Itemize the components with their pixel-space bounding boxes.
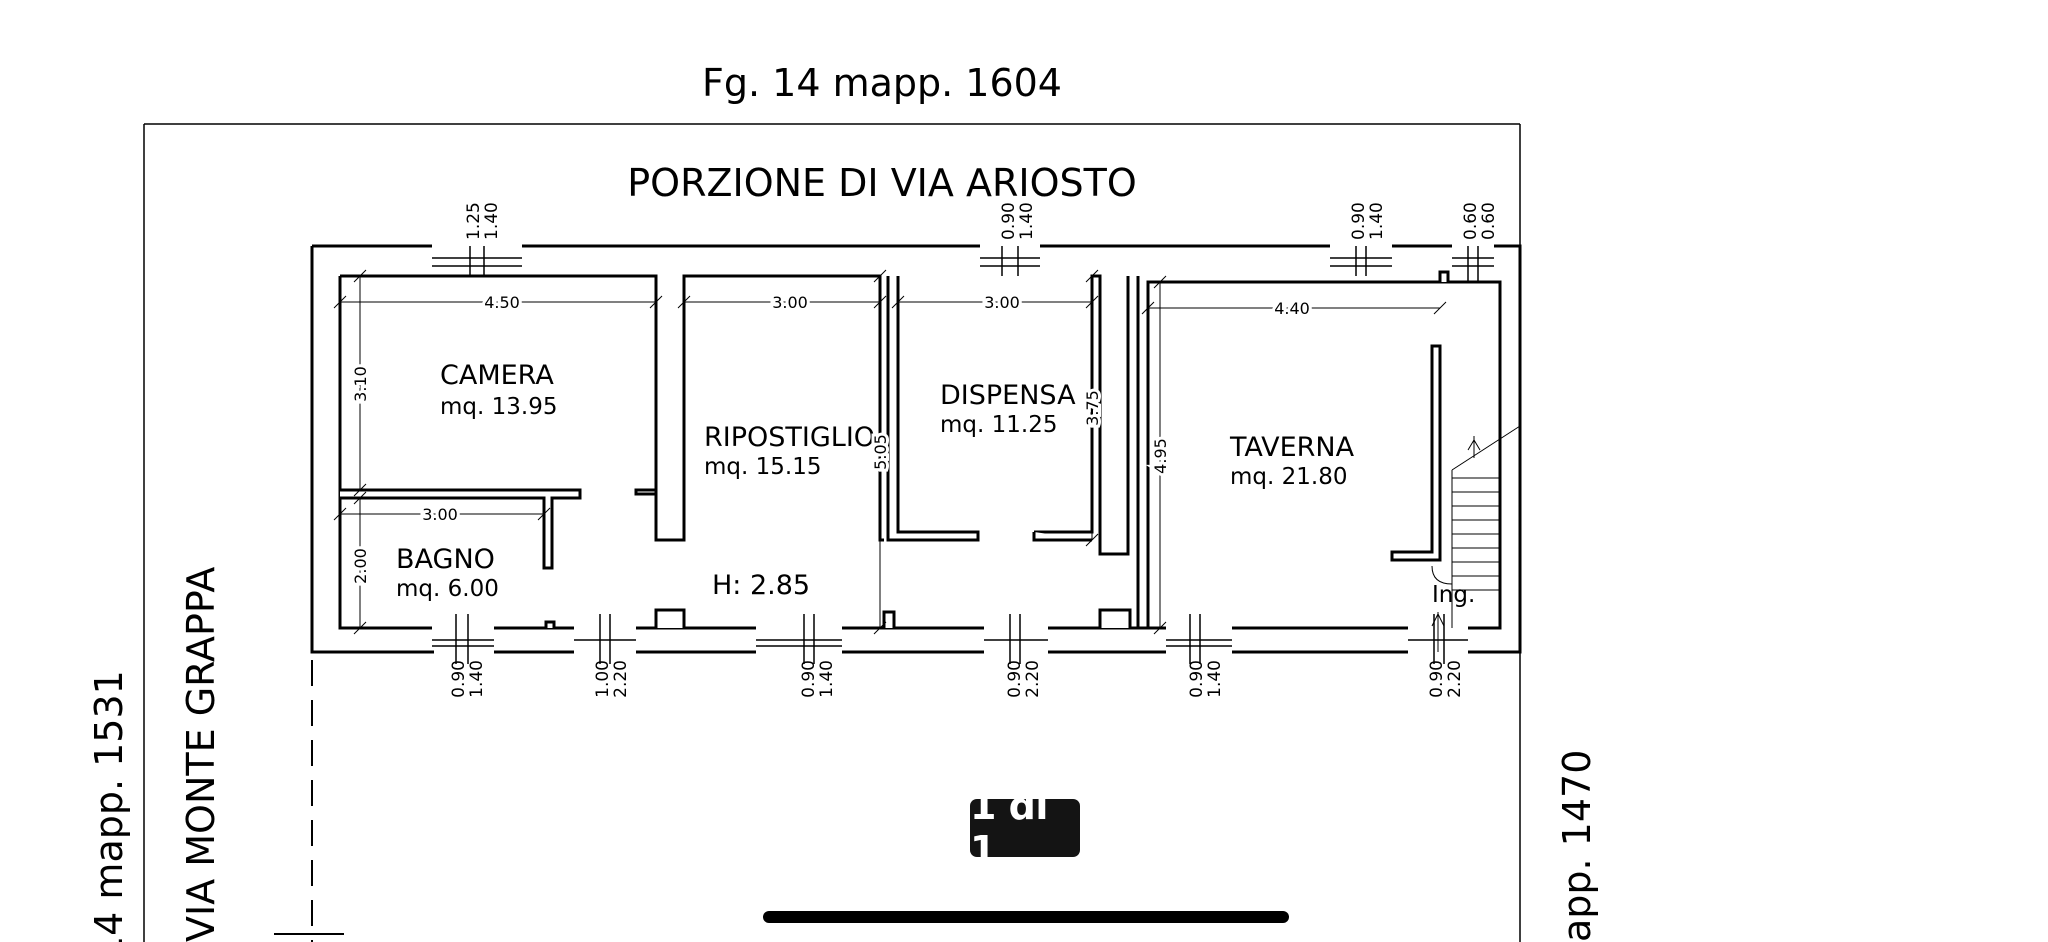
dim-ripostiglio-depth: 5.05 — [871, 434, 890, 470]
opening-top-2-height: 1.40 — [1017, 202, 1037, 240]
walls — [310, 244, 1522, 654]
dim-taverna-width: 4.40 — [1274, 299, 1310, 318]
opening-top-4-width: 0.60 — [1461, 202, 1481, 240]
opening-top-3-width: 0.90 — [1349, 202, 1369, 240]
dim-dispensa-width: 3.00 — [984, 293, 1020, 312]
opening-bottom-5-width: 0.90 — [1187, 660, 1207, 698]
opening-bottom-3-height: 1.40 — [817, 660, 837, 698]
dim-bagno-width: 3.00 — [422, 505, 458, 524]
opening-bottom-1-width: 0.90 — [449, 660, 469, 698]
opening-bottom-4-height: 2.20 — [1023, 660, 1043, 698]
left-parcel-label: 14 mapp. 1531 — [87, 670, 131, 942]
dimension-lines — [333, 269, 1447, 635]
left-road-label: VIA MONTE GRAPPA — [179, 567, 223, 942]
opening-bottom-2-width: 1.00 — [593, 660, 613, 698]
dim-dispensa-depth: 3.75 — [1083, 390, 1102, 426]
room-name-camera: CAMERA — [440, 360, 554, 391]
opening-bottom-2-height: 2.20 — [611, 660, 631, 698]
room-area-dispensa: mq. 11.25 — [940, 412, 1057, 438]
entrance-label: Ing. — [1432, 582, 1475, 608]
home-indicator-bar[interactable] — [763, 911, 1289, 923]
opening-top-1-width: 1.25 — [464, 202, 484, 240]
room-area-taverna: mq. 21.80 — [1230, 464, 1347, 490]
room-area-ripostiglio: mq. 15.15 — [704, 454, 821, 480]
top-opening-labels: 1.25 1.40 0.90 1.40 0.90 1.40 0.60 0.60 — [464, 202, 1499, 240]
dim-ripostiglio-width: 3.00 — [772, 293, 808, 312]
right-parcel-label: app. 1470 — [1555, 750, 1599, 942]
opening-bottom-6-width: 0.90 — [1427, 660, 1447, 698]
opening-top-1-height: 1.40 — [482, 202, 502, 240]
page-indicator-badge: 1 di 1 — [970, 784, 1080, 872]
opening-bottom-3-width: 0.90 — [799, 660, 819, 698]
dim-camera-width: 4.50 — [484, 293, 520, 312]
ceiling-height-label: H: 2.85 — [712, 570, 810, 601]
opening-top-3-height: 1.40 — [1367, 202, 1387, 240]
room-name-bagno: BAGNO — [396, 544, 495, 575]
room-name-dispensa: DISPENSA — [940, 380, 1076, 411]
opening-bottom-6-height: 2.20 — [1445, 660, 1465, 698]
top-parcel-label: Fg. 14 mapp. 1604 — [702, 61, 1062, 105]
dim-bagno-depth: 2.00 — [351, 548, 370, 584]
opening-bottom-4-width: 0.90 — [1005, 660, 1025, 698]
room-name-ripostiglio: RIPOSTIGLIO — [704, 422, 875, 453]
dim-taverna-depth: 4.95 — [1151, 438, 1170, 474]
dim-camera-depth: 3.10 — [351, 366, 370, 402]
opening-top-4-height: 0.60 — [1479, 202, 1499, 240]
section-label: PORZIONE DI VIA ARIOSTO — [627, 161, 1136, 205]
opening-bottom-1-height: 1.40 — [467, 660, 487, 698]
bottom-opening-labels: 0.90 1.40 1.00 2.20 0.90 1.40 0.90 2.20 … — [449, 660, 1465, 698]
opening-top-2-width: 0.90 — [999, 202, 1019, 240]
room-area-camera: mq. 13.95 — [440, 394, 557, 420]
opening-bottom-5-height: 1.40 — [1205, 660, 1225, 698]
room-area-bagno: mq. 6.00 — [396, 576, 499, 602]
room-name-taverna: TAVERNA — [1229, 432, 1355, 463]
staircase — [1431, 425, 1521, 652]
